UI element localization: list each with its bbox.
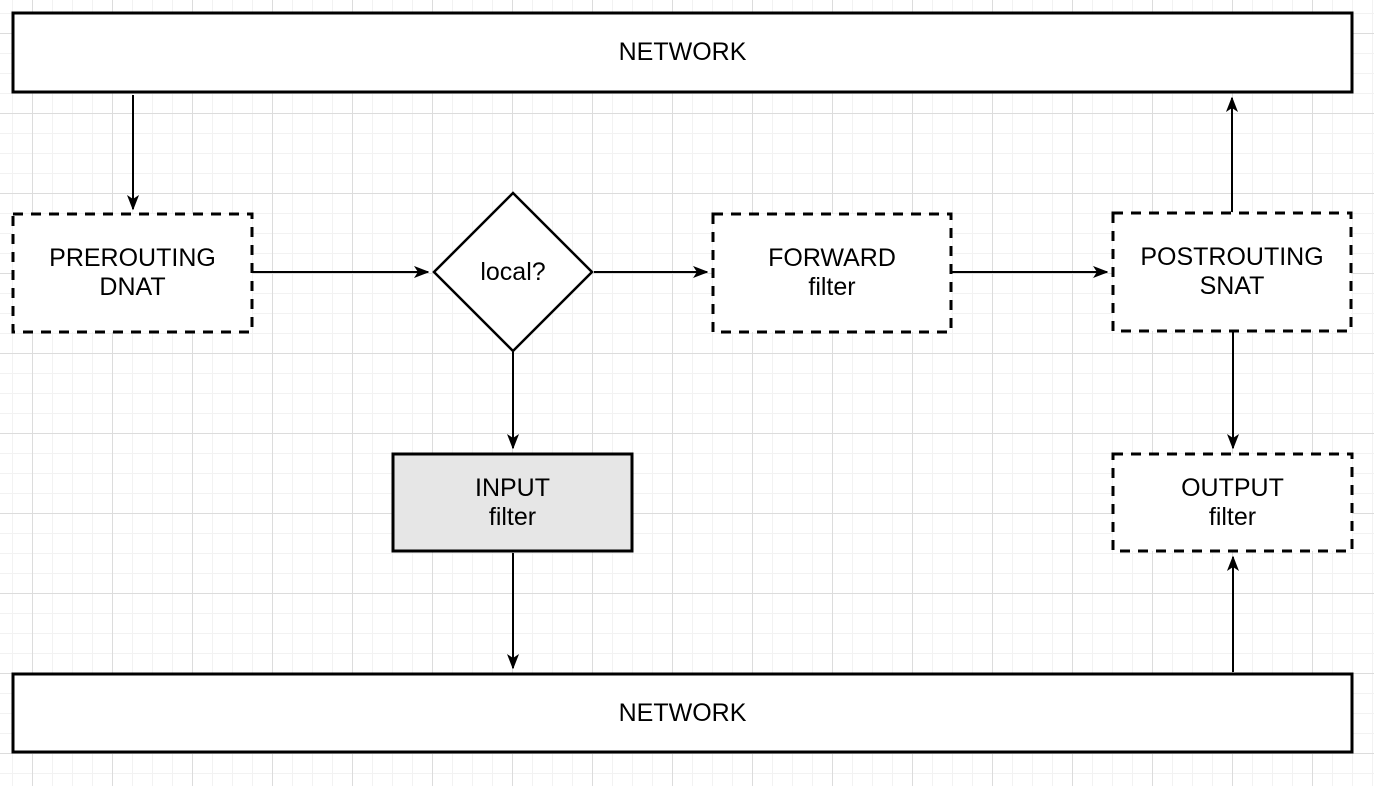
shape-input <box>391 452 634 553</box>
shape-forward <box>711 212 953 334</box>
shape-output <box>1111 452 1354 553</box>
shape-prerouting <box>11 212 254 334</box>
shape-network-top <box>11 11 1354 94</box>
shape-network-bottom <box>11 672 1354 754</box>
shape-postrouting <box>1111 211 1353 333</box>
shape-local-decision-diamond <box>432 191 594 353</box>
